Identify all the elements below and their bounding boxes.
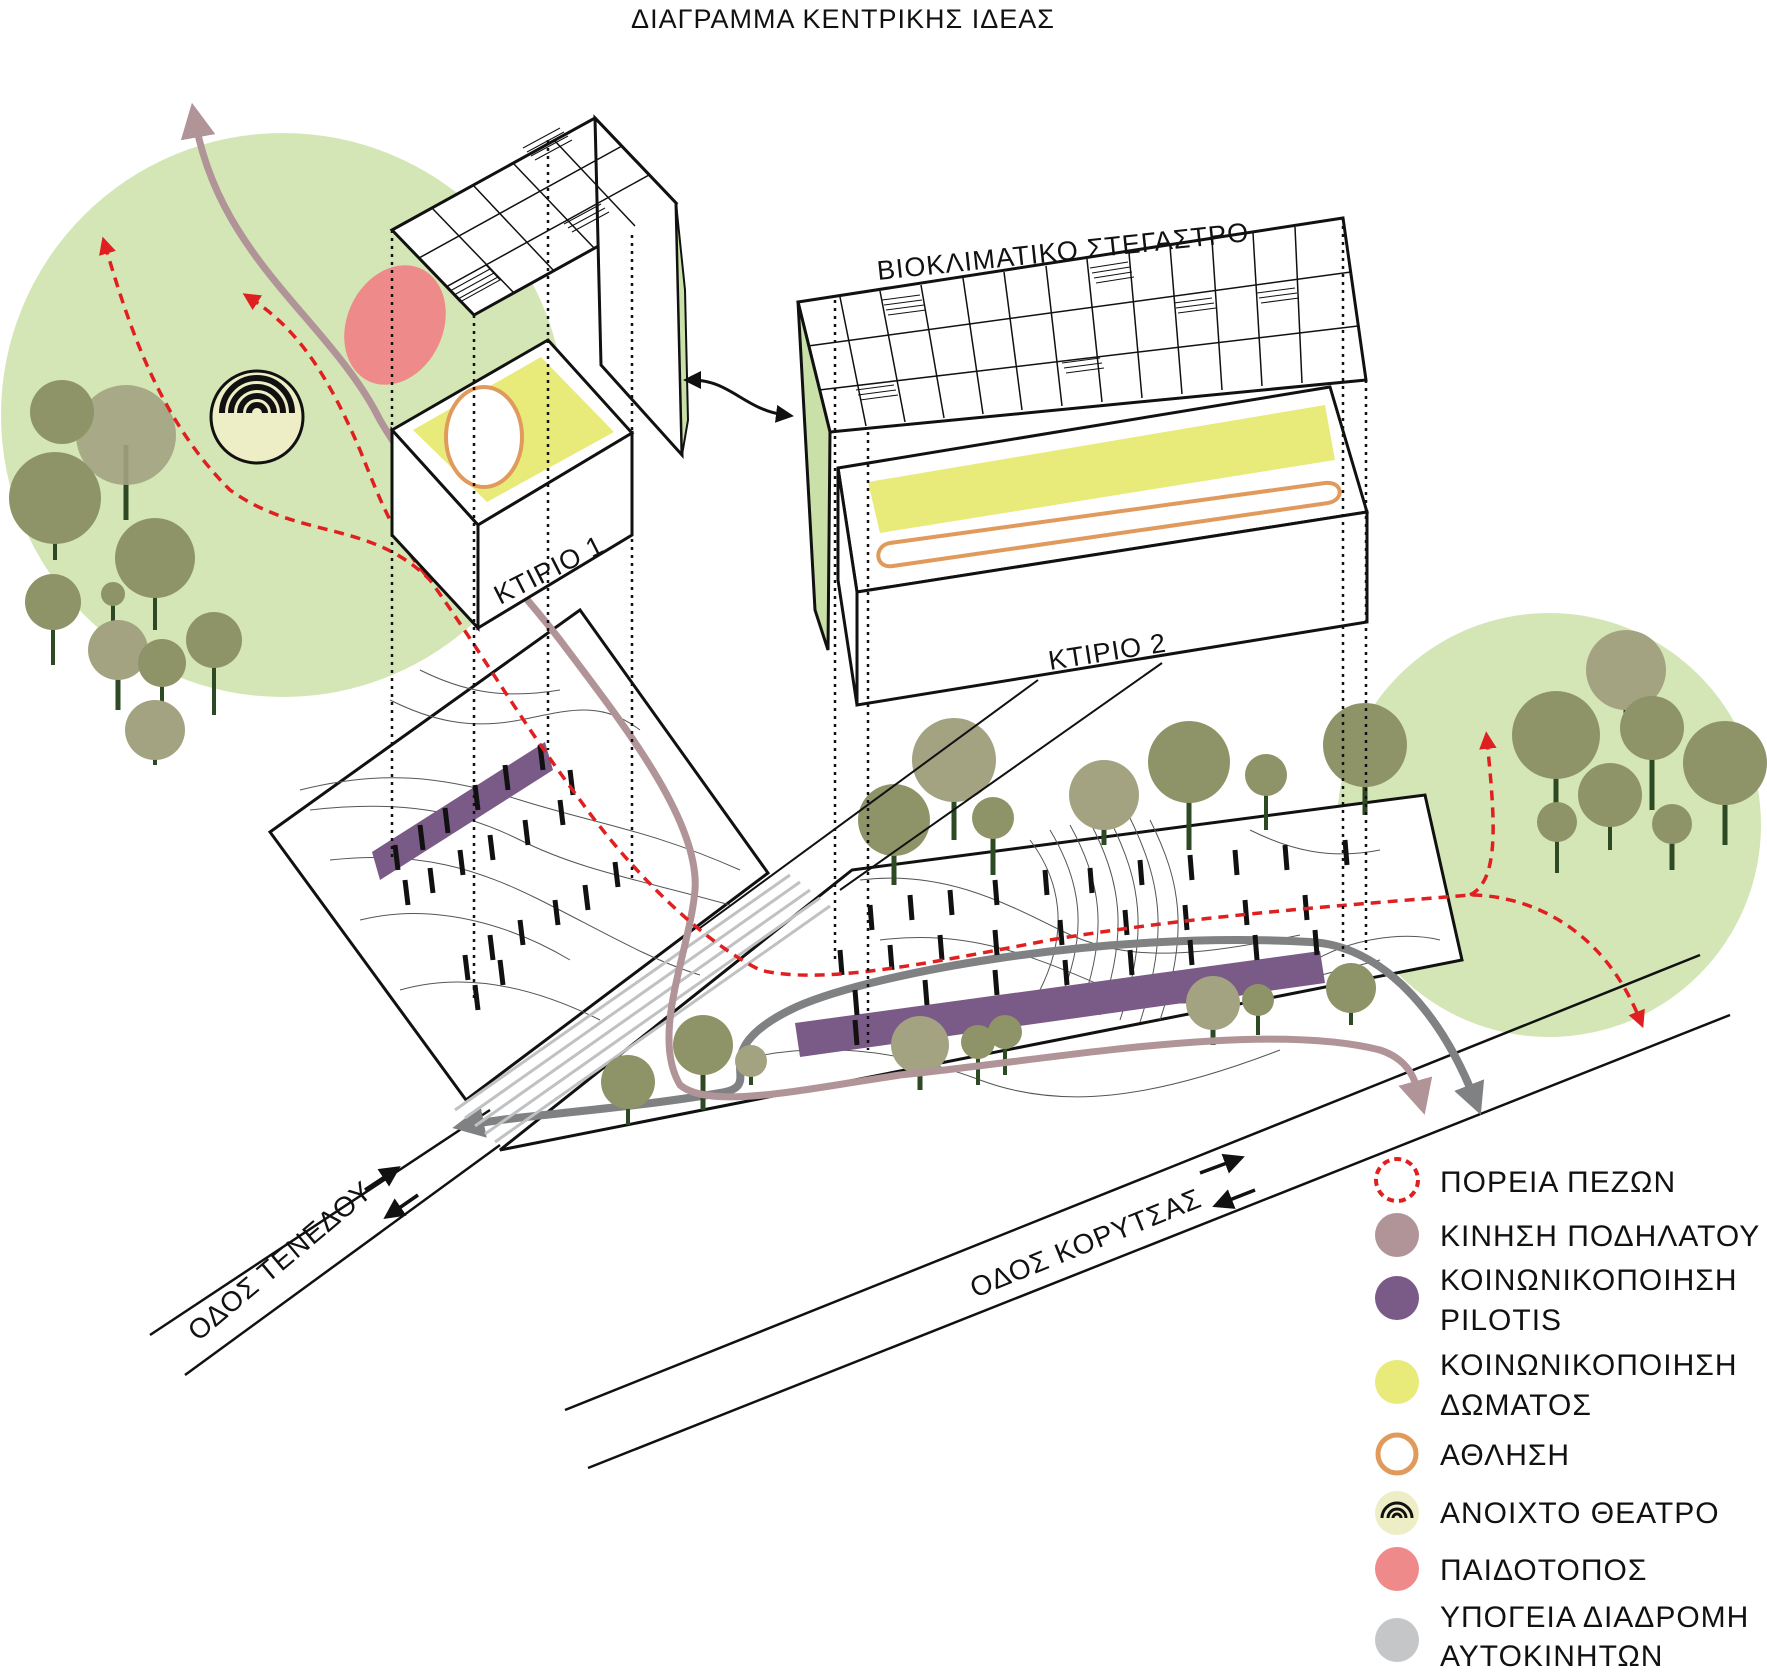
legend-label-playground: ΠΑΙΔΟΤΟΠΟΣ: [1440, 1554, 1647, 1587]
legend-label-pilotis-1: ΚΟΙΝΩΝΙΚΟΠΟΙΗΣΗ: [1440, 1264, 1737, 1297]
legend-item-bicycle: ΚΙΝΗΣΗ ΠΟΔΗΛΑΤΟΥ: [1375, 1213, 1760, 1257]
legend-item-playground: ΠΑΙΔΟΤΟΠΟΣ: [1375, 1547, 1647, 1591]
building2-leader-lines: [699, 662, 1163, 929]
building1-block: [389, 338, 635, 632]
legend-label-underground-2: ΑΥΤΟΚΙΝΗΤΩΝ: [1440, 1640, 1663, 1673]
street-korytsas: [564, 953, 1731, 1470]
pilotis-swatch-icon: [1375, 1276, 1419, 1320]
street-tenedou-label: ΟΔΟΣ ΤΕΝΕΔΟΥ: [182, 1175, 378, 1347]
legend-item-underground: ΥΠΟΓΕΙΑ ΔΙΑΔΡΟΜΗ ΑΥΤΟΚΙΝΗΤΩΝ: [1375, 1601, 1749, 1673]
playground-swatch-icon: [1375, 1547, 1419, 1591]
legend: ΠΟΡΕΙΑ ΠΕΖΩΝ ΚΙΝΗΣΗ ΠΟΔΗΛΑΤΟΥ ΚΟΙΝΩΝΙΚΟΠ…: [1374, 1157, 1760, 1673]
bicycle-swatch-icon: [1375, 1213, 1419, 1257]
playground-area: [344, 265, 446, 385]
open-theatre-icon: [209, 369, 305, 465]
legend-label-underground-1: ΥΠΟΓΕΙΑ ΔΙΑΔΡΟΜΗ: [1440, 1601, 1749, 1634]
projection-lines: [390, 140, 1368, 1050]
legend-label-bicycle: ΚΙΝΗΣΗ ΠΟΔΗΛΑΤΟΥ: [1440, 1220, 1760, 1253]
roof-swatch-icon: [1375, 1360, 1419, 1404]
relation-arrow: [683, 371, 794, 423]
diagram-title: ΔΙΑΓΡΑΜΜΑ ΚΕΝΤΡΙΚΗΣ ΙΔΕΑΣ: [631, 4, 1055, 34]
building2-block: [836, 385, 1369, 707]
legend-item-pilotis: ΚΟΙΝΩΝΙΚΟΠΟΙΗΣΗ PILOTIS: [1375, 1264, 1737, 1337]
legend-label-pilotis-2: PILOTIS: [1440, 1304, 1562, 1337]
legend-item-sport: ΑΘΛΗΣΗ: [1375, 1432, 1570, 1476]
legend-label-sport: ΑΘΛΗΣΗ: [1440, 1439, 1570, 1472]
building2-canopy: [796, 216, 1368, 651]
pedestrian-path-right: [1469, 731, 1497, 897]
traffic-arrows: [364, 1153, 1256, 1219]
underground-swatch-icon: [1375, 1618, 1419, 1662]
legend-item-roof: ΚΟΙΝΩΝΙΚΟΠΟΙΗΣΗ ΔΩΜΑΤΟΣ: [1375, 1349, 1737, 1422]
legend-label-roof-1: ΚΟΙΝΩΝΙΚΟΠΟΙΗΣΗ: [1440, 1349, 1737, 1382]
legend-label-pedestrian: ΠΟΡΕΙΑ ΠΕΖΩΝ: [1440, 1166, 1676, 1199]
pedestrian-path-main: [99, 236, 1645, 1029]
legend-item-pedestrian: ΠΟΡΕΙΑ ΠΕΖΩΝ: [1374, 1157, 1676, 1203]
street-tenedou: [149, 1108, 501, 1377]
legend-item-theatre: ΑΝΟΙΧΤΟ ΘΕΑΤΡΟ: [1375, 1491, 1720, 1535]
legend-label-theatre: ΑΝΟΙΧΤΟ ΘΕΑΤΡΟ: [1440, 1497, 1720, 1530]
legend-label-roof-2: ΔΩΜΑΤΟΣ: [1440, 1389, 1592, 1422]
ring-icon: [1375, 1432, 1419, 1476]
dashed-circle-icon: [1374, 1157, 1420, 1203]
